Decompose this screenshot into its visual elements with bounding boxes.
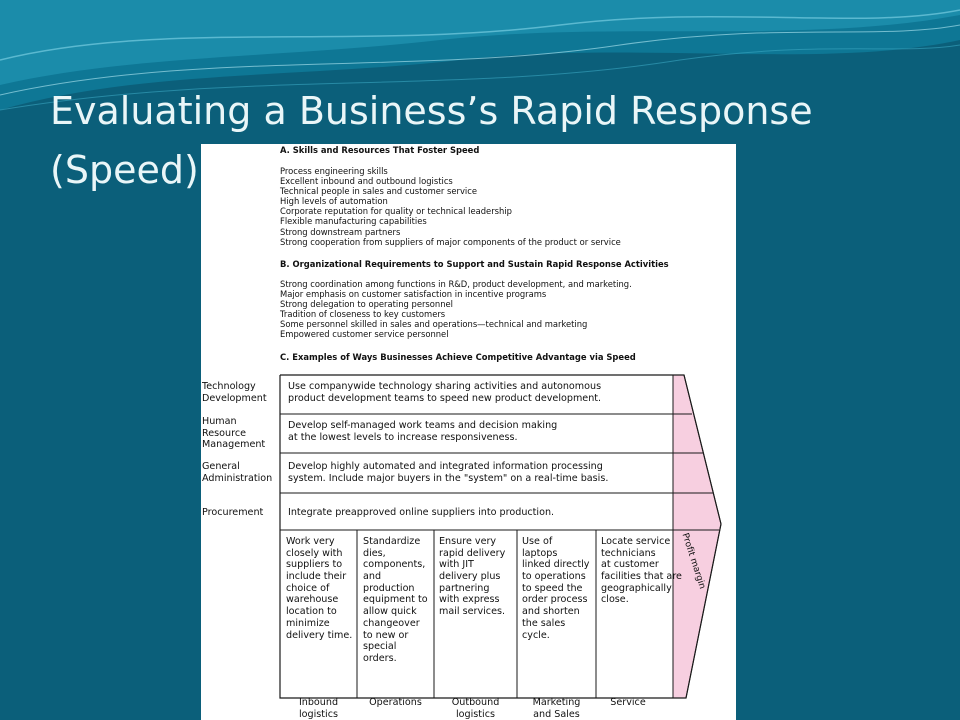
support-label-technology: Technology Development <box>202 381 267 404</box>
section-a-heading: A. Skills and Resources That Foster Spee… <box>280 145 480 155</box>
support-text-admin: Develop highly automated and integrated … <box>288 461 609 484</box>
list-item: Empowered customer service personnel <box>280 329 449 340</box>
value-chain-frame <box>279 374 722 699</box>
list-item: Technical people in sales and customer s… <box>280 186 477 197</box>
list-item: Strong delegation to operating personnel <box>280 299 453 310</box>
support-text-hr: Develop self-managed work teams and deci… <box>288 420 558 443</box>
list-item: Strong coordination among functions in R… <box>280 279 632 289</box>
support-text-procurement: Integrate preapproved online suppliers i… <box>288 507 555 518</box>
list-item: Corporate reputation for quality or tech… <box>280 206 512 217</box>
primary-text-service: Locate service technicians at customer f… <box>601 536 682 606</box>
primary-label-inbound: Inbound logistics <box>298 697 339 720</box>
support-text-technology: Use companywide technology sharing activ… <box>288 381 602 404</box>
primary-text-marketing: Use of laptops linked directly to operat… <box>522 536 590 641</box>
section-b-list: Strong coordination among functions in R… <box>280 279 632 340</box>
primary-label-marketing: Marketing and Sales <box>532 697 581 720</box>
scanned-document: A. Skills and Resources That Foster Spee… <box>201 144 736 720</box>
support-label-hr: Human Resource Management <box>202 416 266 450</box>
list-item: Process engineering skills <box>280 166 388 176</box>
list-item: Tradition of closeness to key customers <box>280 309 446 320</box>
section-b-heading: B. Organizational Requirements to Suppor… <box>280 259 669 269</box>
primary-label-operations: Operations <box>369 697 422 708</box>
list-item: Major emphasis on customer satisfaction … <box>280 289 547 300</box>
slide-title-line-2: (Speed) <box>50 148 199 192</box>
primary-label-service: Service <box>610 697 646 708</box>
primary-label-outbound: Outbound logistics <box>451 697 500 720</box>
list-item: Strong cooperation from suppliers of maj… <box>280 236 621 247</box>
section-a-list: Process engineering skills Excellent inb… <box>280 166 621 247</box>
list-item: Flexible manufacturing capabilities <box>280 216 427 227</box>
primary-text-operations: Standardize dies, components, and produc… <box>363 536 428 664</box>
support-label-admin: General Administration <box>202 461 273 484</box>
list-item: Strong downstream partners <box>280 226 401 237</box>
section-c-heading: C. Examples of Ways Businesses Achieve C… <box>280 352 636 362</box>
slide-title: Evaluating a Business’s Rapid Response (… <box>50 82 930 200</box>
primary-text-inbound: Work very closely with suppliers to incl… <box>286 536 353 641</box>
value-chain-diagram <box>279 374 722 699</box>
list-item: Excellent inbound and outbound logistics <box>280 176 453 187</box>
support-label-procurement: Procurement <box>202 507 264 518</box>
list-item: Some personnel skilled in sales and oper… <box>280 319 588 330</box>
primary-text-outbound: Ensure very rapid delivery with JIT deli… <box>439 536 506 618</box>
list-item: High levels of automation <box>280 196 388 207</box>
slide-title-line-1: Evaluating a Business’s Rapid Response <box>50 89 813 133</box>
